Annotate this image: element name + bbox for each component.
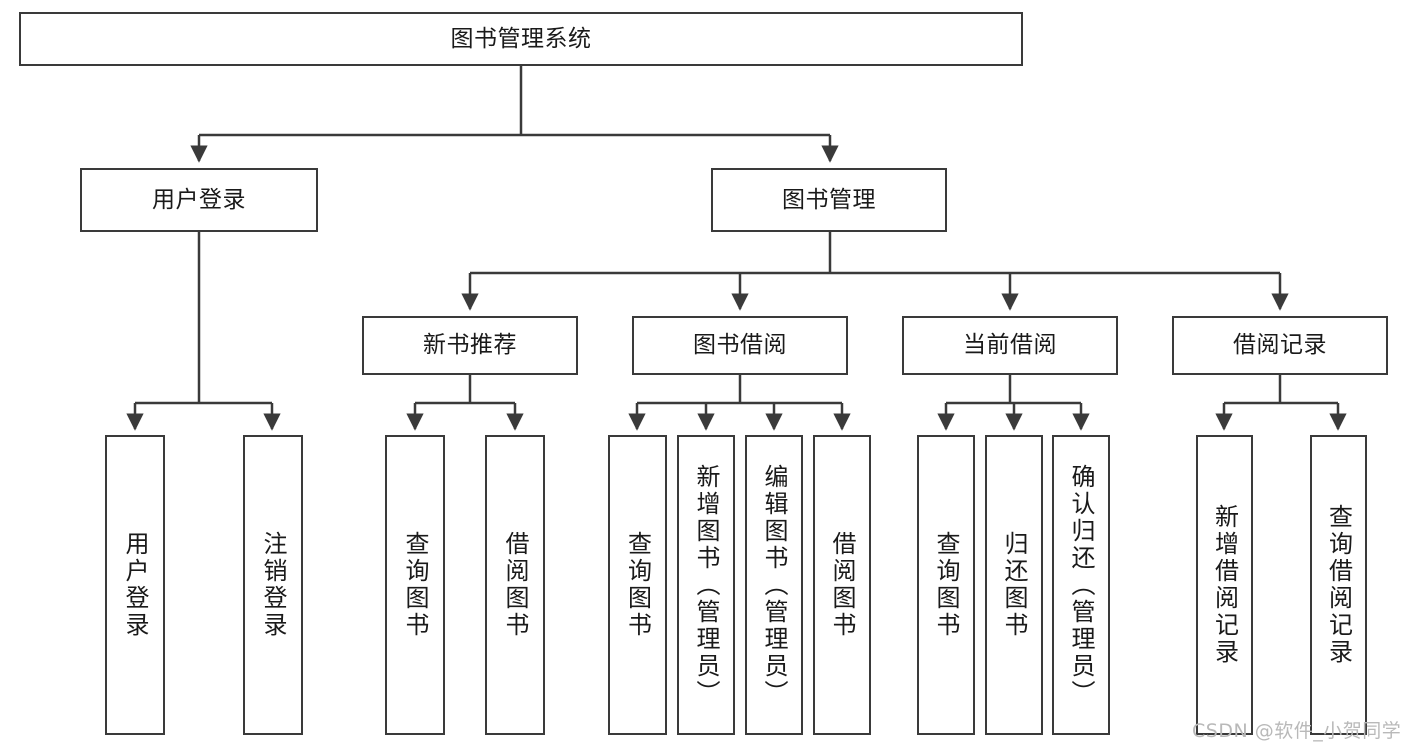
node-leaf-add-book-label: 新增图书（管理员） [692,463,720,707]
node-root[interactable]: 图书管理系统 [19,12,1023,66]
node-leaf-confirm-return-label: 确认归还（管理员） [1067,463,1095,707]
node-leaf-user-login-label: 用户登录 [121,531,149,639]
node-leaf-borrow-book-1-label: 借阅图书 [501,531,529,639]
node-current-borrow-label: 当前借阅 [963,332,1057,359]
node-new-book-recommend-label: 新书推荐 [423,332,517,359]
node-book-borrow-label: 图书借阅 [693,332,787,359]
node-leaf-query-book-3[interactable]: 查询图书 [917,435,975,735]
node-root-label: 图书管理系统 [450,25,592,52]
node-leaf-logout-label: 注销登录 [259,531,287,639]
node-leaf-query-book-1[interactable]: 查询图书 [385,435,445,735]
node-leaf-query-book-1-label: 查询图书 [401,531,429,639]
node-leaf-add-book[interactable]: 新增图书（管理员） [677,435,735,735]
node-leaf-query-record-label: 查询借阅记录 [1324,504,1353,666]
node-leaf-borrow-book-1[interactable]: 借阅图书 [485,435,545,735]
node-leaf-add-record[interactable]: 新增借阅记录 [1196,435,1253,735]
node-leaf-borrow-book-2-label: 借阅图书 [828,531,856,639]
node-book-manage[interactable]: 图书管理 [711,168,947,232]
node-leaf-borrow-book-2[interactable]: 借阅图书 [813,435,871,735]
node-leaf-return-book[interactable]: 归还图书 [985,435,1043,735]
node-leaf-logout[interactable]: 注销登录 [243,435,303,735]
node-leaf-edit-book-label: 编辑图书（管理员） [760,463,788,707]
node-new-book-recommend[interactable]: 新书推荐 [362,316,578,375]
node-leaf-return-book-label: 归还图书 [1000,531,1028,639]
node-leaf-user-login[interactable]: 用户登录 [105,435,165,735]
node-book-borrow[interactable]: 图书借阅 [632,316,848,375]
node-leaf-query-record[interactable]: 查询借阅记录 [1310,435,1367,735]
node-leaf-query-book-3-label: 查询图书 [932,531,960,639]
node-leaf-query-book-2-label: 查询图书 [623,531,652,639]
node-leaf-add-record-label: 新增借阅记录 [1210,504,1239,666]
node-user-login-label: 用户登录 [152,186,246,213]
node-borrow-record-label: 借阅记录 [1233,332,1327,359]
node-user-login[interactable]: 用户登录 [80,168,318,232]
node-borrow-record[interactable]: 借阅记录 [1172,316,1388,375]
node-book-manage-label: 图书管理 [782,186,876,213]
node-current-borrow[interactable]: 当前借阅 [902,316,1118,375]
node-leaf-confirm-return[interactable]: 确认归还（管理员） [1052,435,1110,735]
watermark: CSDN @软件_小贺同学 [1192,720,1402,742]
node-leaf-edit-book[interactable]: 编辑图书（管理员） [745,435,803,735]
node-leaf-query-book-2[interactable]: 查询图书 [608,435,667,735]
